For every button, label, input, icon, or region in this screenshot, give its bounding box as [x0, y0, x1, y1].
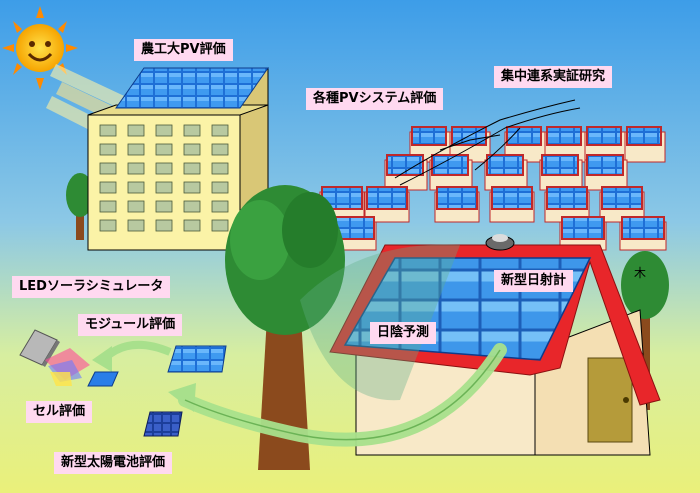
university-building [87, 67, 269, 251]
pv-module-icon [167, 345, 227, 373]
big-tree [225, 185, 345, 470]
label-new-cell-eval: 新型太陽電池評価 [54, 452, 173, 474]
tree-marker: 木 [634, 266, 646, 280]
label-shade-prediction: 日陰予測 [370, 322, 437, 344]
label-new-pyranometer: 新型日射計 [494, 270, 574, 292]
tree-right [621, 251, 669, 410]
new-solar-cell-icon [143, 411, 183, 437]
label-led-simulator: LEDソーラシミュレータ [12, 276, 171, 298]
label-university-pv: 農工大PV評価 [134, 39, 233, 61]
solar-cell-icon [87, 371, 119, 387]
led-simulator-icon [19, 329, 90, 386]
label-module-eval: モジュール評価 [78, 314, 183, 336]
small-tree-left [66, 173, 94, 240]
label-pv-systems: 各種PVシステム評価 [306, 88, 444, 110]
label-cell-eval: セル評価 [26, 401, 93, 423]
label-grid-connected: 集中連系実証研究 [494, 66, 613, 88]
flow-arrows [92, 340, 507, 447]
housing-complex [319, 99, 667, 251]
